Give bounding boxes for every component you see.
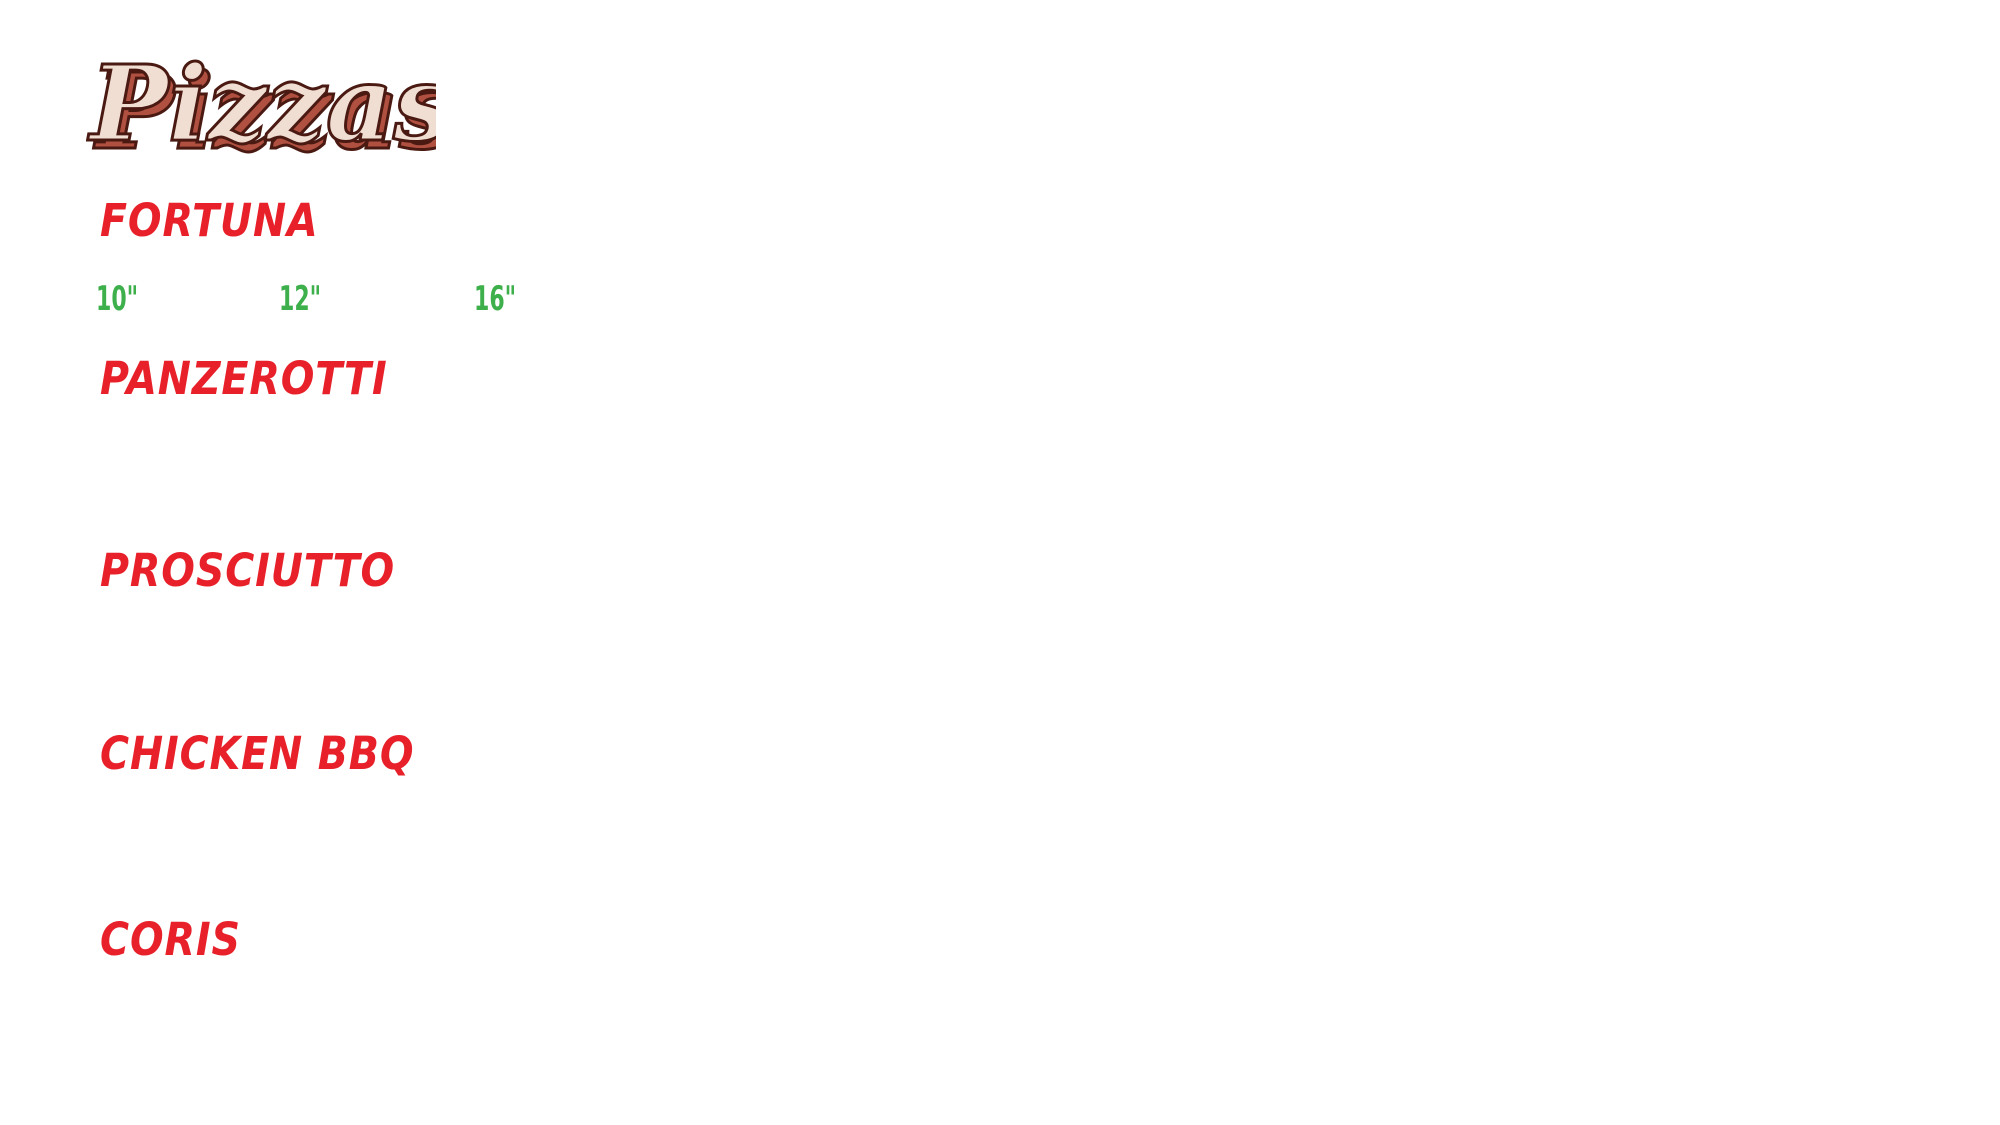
size-12-label: 12": [279, 279, 322, 319]
pizzas-logo: Pizzas Pizzas: [86, 40, 436, 171]
size-options: 10" 12" 16": [96, 282, 616, 322]
menu-item-chicken-bbq: CHICKEN BBQ: [100, 727, 415, 780]
size-10-label: 10": [96, 279, 139, 319]
menu-item-fortuna: FORTUNA: [100, 194, 319, 247]
logo-shadow: Pizzas: [93, 50, 436, 170]
size-16-label: 16": [474, 279, 517, 319]
menu-item-panzerotti: PANZEROTTI: [100, 352, 388, 405]
logo-text: Pizzas: [87, 42, 436, 165]
menu-item-coris: CORIS: [100, 913, 241, 966]
menu-item-prosciutto: PROSCIUTTO: [100, 544, 396, 597]
